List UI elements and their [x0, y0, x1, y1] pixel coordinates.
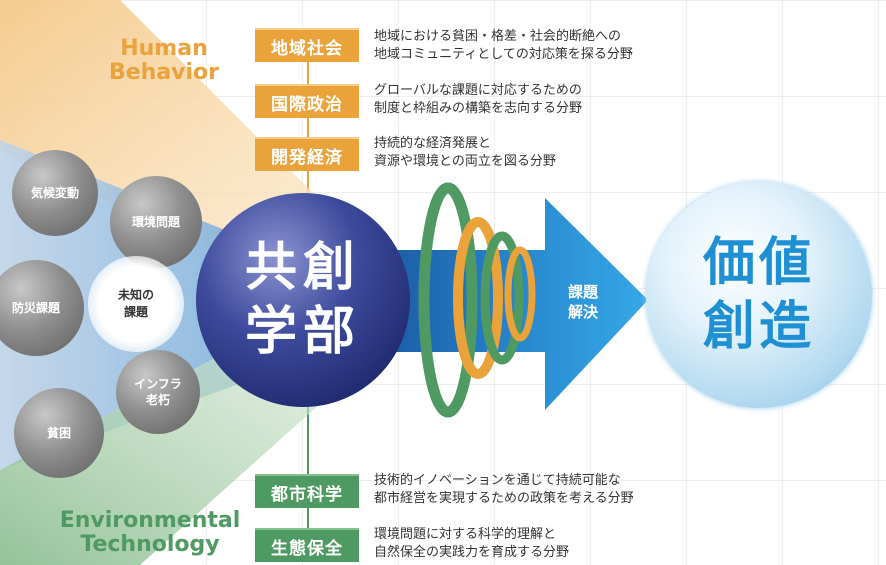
field-desc-line: 自然保全の実践力を育成する分野	[374, 545, 570, 560]
spiral-ring-1	[418, 182, 478, 418]
center-line-1: 共創	[244, 238, 361, 298]
field-desc-line: 持続的な経済発展と	[374, 136, 492, 151]
result-line-2: 創造	[702, 297, 815, 357]
issue-label: 環境問題	[131, 215, 180, 229]
issue-label: 貧困	[46, 426, 71, 440]
field-desc-line: 資源や環境との両立を図る分野	[374, 154, 556, 169]
solution-arrow-label: 課題 解決	[548, 282, 618, 322]
environmental-technology-line-2: Technology	[80, 532, 220, 557]
field-desc-community: 地域における貧困・格差・社会的断絶への 地域コミュニティとしての対応策を探る分野	[374, 28, 714, 64]
issue-ball-poverty: 貧困	[14, 388, 104, 478]
spiral-ring-2	[453, 217, 503, 379]
field-desc-line: 都市経営を実現するための政策を考える分野	[374, 491, 634, 506]
human-behavior-beam	[0, 0, 330, 260]
field-desc-ecology: 環境問題に対する科学的理解と 自然保全の実践力を育成する分野	[374, 526, 714, 562]
issue-label: 未知の	[117, 288, 154, 302]
issue-label: インフラ	[134, 377, 182, 391]
field-desc-line: グローバルな課題に対応するための	[374, 83, 582, 98]
issue-label: 老朽	[145, 393, 170, 407]
field-desc-line: 地域コミュニティとしての対応策を探る分野	[374, 47, 633, 62]
result-line-1: 価値	[702, 233, 815, 293]
arrow-label-line-2: 解決	[567, 303, 598, 321]
issue-label: 気候変動	[30, 186, 79, 200]
field-desc-line: 環境問題に対する科学的理解と	[374, 527, 557, 542]
environmental-technology-heading: Environmental Technology	[40, 509, 260, 557]
issue-ball-infrastructure: インフラ 老朽	[116, 350, 200, 434]
issue-ball-climate: 気候変動	[12, 150, 98, 236]
field-badge-economics: 開発経済	[255, 137, 359, 171]
issue-ball-environment: 環境問題	[110, 176, 202, 268]
field-badge-politics: 国際政治	[255, 84, 359, 118]
field-desc-urban-science: 技術的イノベーションを通じて持続可能な 都市経営を実現するための政策を考える分野	[374, 472, 714, 508]
field-badge-community: 地域社会	[255, 28, 359, 62]
field-desc-line: 技術的イノベーションを通じて持続可能な	[374, 473, 621, 488]
field-desc-economics: 持続的な経済発展と 資源や環境との両立を図る分野	[374, 135, 714, 171]
environmental-technology-beam	[0, 350, 330, 565]
spiral-ring-3	[480, 231, 524, 365]
issue-label: 防災課題	[11, 301, 60, 315]
co-creation-faculty-sphere: 共創 学部	[196, 193, 410, 407]
field-badge-ecology: 生態保全	[255, 528, 359, 562]
issue-ball-unknown: 未知の 課題	[88, 256, 184, 352]
field-badge-urban-science: 都市科学	[255, 474, 359, 508]
value-creation-sphere: 価値 創造	[646, 182, 872, 408]
arrow-label-line-1: 課題	[567, 283, 598, 301]
human-behavior-line-1: Human	[120, 36, 208, 61]
issue-ball-disaster: 防災課題	[0, 260, 84, 356]
human-behavior-line-2: Behavior	[108, 60, 220, 85]
issue-label: 課題	[123, 305, 148, 319]
field-desc-line: 地域における貧困・格差・社会的断絶への	[374, 29, 622, 44]
spiral-ring-4	[504, 246, 536, 342]
center-line-2: 学部	[244, 302, 361, 362]
field-desc-line: 制度と枠組みの構築を志向する分野	[374, 101, 583, 116]
human-behavior-heading: Human Behavior	[64, 37, 264, 85]
environmental-technology-line-1: Environmental	[59, 508, 241, 533]
field-desc-politics: グローバルな課題に対応するための 制度と枠組みの構築を志向する分野	[374, 82, 714, 118]
